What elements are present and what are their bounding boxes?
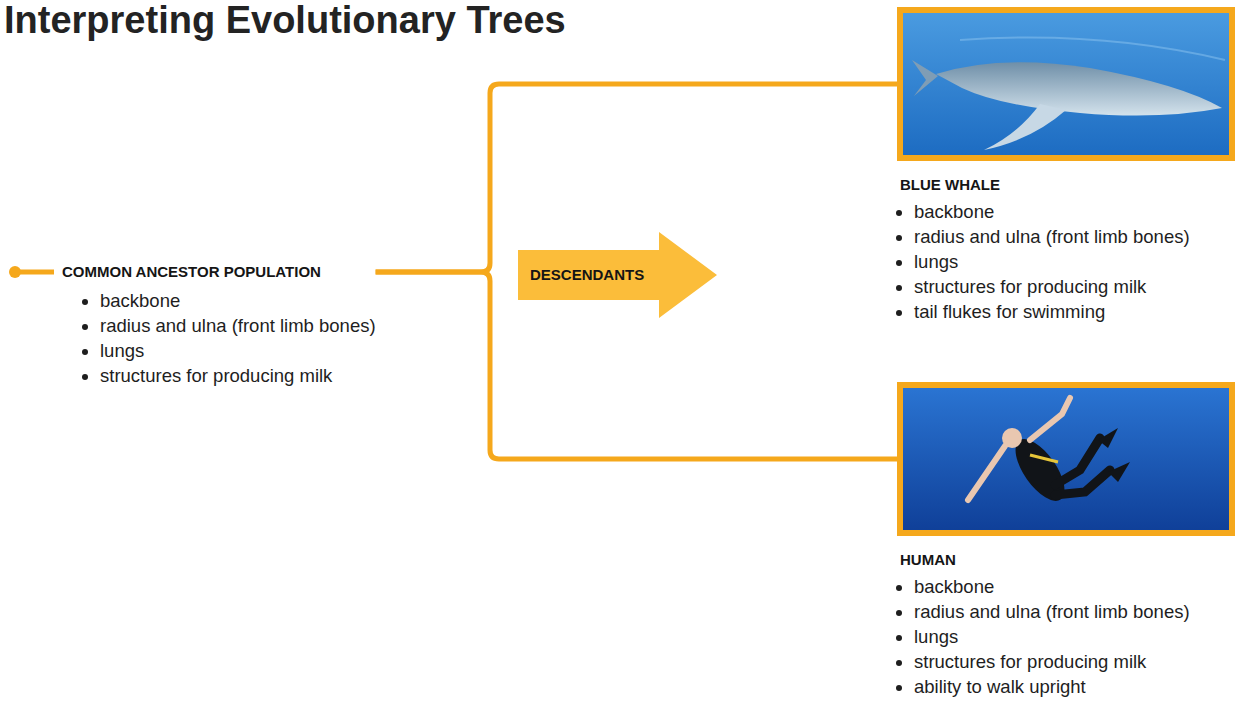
photo-frame	[897, 382, 1235, 536]
page-title: Interpreting Evolutionary Trees	[4, 0, 566, 42]
trait-list: backboneradius and ulna (front limb bone…	[897, 574, 1235, 699]
trait-item: tail flukes for swimming	[914, 299, 1235, 324]
arrow-fill	[518, 232, 717, 318]
ancestor-card: COMMON ANCESTOR POPULATION backboneradius…	[62, 262, 376, 388]
whale-photo	[903, 13, 1229, 155]
trait-item: structures for producing milk	[914, 649, 1235, 674]
tree-branch	[376, 272, 897, 459]
trait-item: lungs	[914, 249, 1235, 274]
trait-item: radius and ulna (front limb bones)	[100, 313, 376, 338]
trait-item: backbone	[100, 288, 376, 313]
tree-branch	[376, 84, 897, 272]
trait-item: backbone	[914, 199, 1235, 224]
species-card: BLUE WHALE backboneradius and ulna (front…	[897, 7, 1235, 324]
trait-item: lungs	[914, 624, 1235, 649]
card-heading: COMMON ANCESTOR POPULATION	[62, 262, 376, 282]
photo-frame	[897, 7, 1235, 161]
trait-item: ability to walk upright	[914, 674, 1235, 699]
trait-item: radius and ulna (front limb bones)	[914, 224, 1235, 249]
trait-item: lungs	[100, 338, 376, 363]
trait-item: structures for producing milk	[100, 363, 376, 388]
card-heading: BLUE WHALE	[897, 175, 1235, 195]
root-line	[15, 270, 54, 275]
arrow-label: DESCENDANTS	[530, 250, 644, 300]
trait-list: backboneradius and ulna (front limb bone…	[897, 199, 1235, 324]
trait-list: backboneradius and ulna (front limb bone…	[62, 288, 376, 388]
diver-photo	[903, 388, 1229, 532]
arrow-shape: DESCENDANTS	[518, 232, 717, 318]
species-card: HUMAN backboneradius and ulna (front limb…	[897, 382, 1235, 699]
trait-item: radius and ulna (front limb bones)	[914, 599, 1235, 624]
trait-item: backbone	[914, 574, 1235, 599]
trait-item: structures for producing milk	[914, 274, 1235, 299]
card-heading: HUMAN	[897, 550, 1235, 570]
